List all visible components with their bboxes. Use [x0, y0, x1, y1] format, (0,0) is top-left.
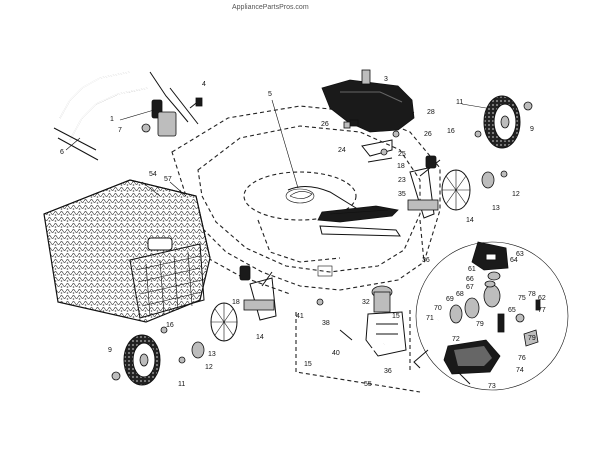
mower-deck	[171, 105, 441, 295]
callout-15-lower: 15	[304, 361, 312, 368]
callout-36-upper: 36	[422, 257, 430, 264]
callout-26-right: 26	[424, 131, 432, 138]
callout-74: 74	[516, 367, 524, 374]
callout-15-upper: 15	[392, 313, 400, 320]
callout-14-right: 14	[466, 217, 474, 224]
callout-77: 77	[538, 307, 546, 314]
callout-28: 28	[427, 109, 435, 116]
callout-73: 73	[488, 383, 496, 390]
belt-cover	[321, 69, 415, 133]
callout-12-right: 12	[512, 191, 520, 198]
callout-61: 61	[468, 266, 476, 273]
callout-7: 7	[118, 127, 122, 134]
callout-79-right: 79	[528, 335, 536, 342]
callout-labels: 1 3 4 5 6 7 9 9 11 11 12 12 13 13 14 14 …	[60, 76, 546, 390]
callout-71: 71	[426, 315, 434, 322]
callout-40: 40	[332, 350, 340, 357]
callout-32: 32	[362, 299, 370, 306]
callout-14-left: 14	[256, 334, 264, 341]
callout-9-left: 9	[108, 347, 112, 354]
callout-66: 66	[466, 276, 474, 283]
callout-18-left: 18	[232, 299, 240, 306]
callout-72: 72	[452, 336, 460, 343]
callout-13-left: 13	[208, 351, 216, 358]
callout-6: 6	[60, 149, 64, 156]
drive-disk-left	[160, 302, 238, 364]
blade	[317, 205, 401, 237]
callout-70: 70	[434, 305, 442, 312]
callout-9-right: 9	[530, 126, 534, 133]
callout-4: 4	[202, 81, 206, 88]
drive-disk-right	[441, 130, 508, 211]
callout-16-left: 16	[166, 322, 174, 329]
callout-5: 5	[268, 91, 272, 98]
callout-54: 54	[149, 171, 157, 178]
callout-11-left: 11	[178, 381, 185, 388]
callout-1: 1	[110, 116, 114, 123]
callout-26-left: 26	[321, 121, 329, 128]
transmission-detail-inset	[413, 241, 569, 391]
callout-69: 69	[446, 296, 454, 303]
transmission-group	[295, 285, 421, 393]
callout-63: 63	[516, 251, 524, 258]
callout-41: 41	[296, 313, 304, 320]
callout-18-right: 18	[397, 163, 405, 170]
callout-67: 67	[466, 284, 474, 291]
wheel-front-left	[111, 334, 161, 386]
callout-78: 78	[528, 291, 536, 298]
callout-76: 76	[518, 355, 526, 362]
callout-64: 64	[510, 257, 518, 264]
callout-75: 75	[518, 295, 526, 302]
bracket	[343, 121, 400, 163]
height-adjuster-right	[407, 155, 441, 219]
callout-57: 57	[164, 176, 172, 183]
callout-38: 38	[322, 320, 330, 327]
callout-12-left: 12	[205, 364, 213, 371]
callout-23: 23	[398, 177, 406, 184]
callout-24: 24	[338, 147, 346, 154]
callout-62: 62	[538, 295, 546, 302]
callout-35: 35	[398, 191, 406, 198]
leader-lines	[65, 99, 487, 197]
callout-65: 65	[508, 307, 516, 314]
callout-55: 55	[364, 381, 372, 388]
wheel-rear-right	[483, 95, 533, 149]
callout-16-right: 16	[447, 128, 455, 135]
callout-68: 68	[456, 291, 464, 298]
callout-11-right: 11	[456, 99, 463, 106]
grass-bag	[43, 179, 211, 323]
callout-13-right: 13	[492, 205, 500, 212]
callout-25: 25	[398, 151, 406, 158]
watermark-text: AppliancePartsPros.com	[232, 4, 309, 11]
height-adjuster-left	[239, 265, 277, 321]
callout-79-upper: 79	[476, 321, 484, 328]
handle-assembly	[53, 71, 203, 161]
callout-3: 3	[384, 76, 388, 83]
callout-36-lower: 36	[384, 368, 392, 375]
